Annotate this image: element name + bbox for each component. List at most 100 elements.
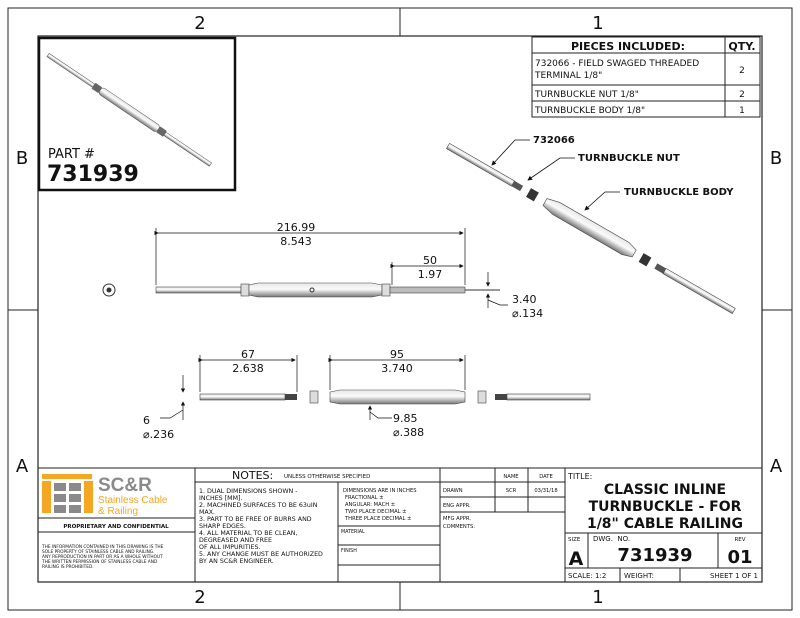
- dim-cable-in: ⌀.134: [512, 307, 543, 320]
- exploded-view: 67 2.638 95 3.740 6 ⌀.236 9.85 ⌀.388: [143, 348, 591, 441]
- table-cell: TURNBUCKLE NUT 1/8": [534, 90, 639, 100]
- zone-labels: 2 1 2 1 B A B A: [16, 13, 783, 608]
- zone-label: A: [16, 456, 29, 477]
- dim-body-dia-mm: 9.85: [393, 412, 418, 425]
- zone-label: 1: [592, 587, 603, 608]
- tolerance-line: TWO PLACE DECIMAL ±: [344, 509, 407, 515]
- drawing-title: CLASSIC INLINE TURNBUCKLE - FOR 1/8" CAB…: [587, 482, 743, 532]
- approval-label: MFG APPR.: [443, 516, 471, 522]
- part-number-box: PART # 731939: [37, 36, 237, 192]
- weight-label: WEIGHT:: [624, 572, 654, 580]
- callout-nut: TURNBUCKLE NUT: [578, 153, 680, 164]
- sheet-label: SHEET 1 OF 1: [710, 572, 758, 580]
- notes-title: NOTES:: [232, 469, 273, 482]
- rev-value: 01: [727, 547, 752, 568]
- disclaimer-line: THE WRITTEN PERMISSION OF STAINLESS CABL…: [41, 559, 158, 565]
- company-logo: SC&R Stainless Cable & Railing: [42, 474, 168, 517]
- material-label: MATERIAL: [341, 529, 365, 535]
- note-line: SHARP EDGES.: [199, 523, 246, 530]
- note-line: 5. ANY CHANGE MUST BE AUTHORIZED: [199, 551, 323, 558]
- rev-label: REV: [734, 537, 745, 543]
- note-line: 3. PART TO BE FREE OF BURRS AND: [199, 516, 312, 523]
- part-number: 731939: [47, 162, 139, 187]
- disclaimer-line: ANY REPRODUCTION IN PART OR AS A WHOLE W…: [42, 554, 163, 560]
- tolerance-line: FRACTIONAL ±: [345, 495, 384, 501]
- pieces-table: [531, 36, 761, 118]
- title-block-frame: [38, 467, 762, 582]
- part-label: PART #: [48, 147, 95, 162]
- tolerances: DIMENSIONS ARE IN INCHES FRACTIONAL ± AN…: [343, 488, 417, 522]
- approvals-header: DATE: [539, 474, 553, 480]
- table-cell: 1: [739, 106, 745, 116]
- tolerance-line: THREE PLACE DECIMAL ±: [344, 516, 411, 522]
- table-cell: TERMINAL 1/8": [534, 71, 602, 81]
- size-value: A: [569, 548, 584, 570]
- disclaimer: THE INFORMATION CONTAINED IN THIS DRAWIN…: [41, 544, 164, 570]
- table-cell: 2: [739, 66, 745, 76]
- note-line: 1. DUAL DIMENSIONS SHOWN -: [199, 488, 298, 495]
- title-line: TURNBUCKLE - FOR: [589, 499, 742, 515]
- table-header: QTY.: [728, 40, 755, 53]
- note-line: 2. MACHINED SURFACES TO BE 63uIN: [199, 502, 318, 509]
- part-thumbnail: [46, 52, 212, 167]
- zone-label: A: [770, 456, 783, 477]
- dim-overall-mm: 216.99: [277, 221, 316, 234]
- isometric-view: 732066 TURNBUCKLE NUT TURNBUCKLE BODY: [446, 135, 736, 315]
- zone-label: B: [770, 148, 782, 169]
- approval-name: SCR: [506, 488, 517, 494]
- title-label: TITLE:: [567, 472, 592, 481]
- zone-label: 2: [194, 13, 205, 34]
- dim-body-dia-in: ⌀.388: [393, 426, 424, 439]
- note-line: MAX.: [199, 509, 215, 516]
- approvals-header: NAME: [503, 474, 518, 480]
- zone-label: 2: [194, 587, 205, 608]
- logo-brand: SC&R: [98, 475, 152, 496]
- table-cell: 732066 - FIELD SWAGED THREADED: [535, 59, 699, 69]
- dim-body-len-mm: 95: [390, 348, 404, 361]
- note-line: INCHES [MM].: [199, 495, 242, 502]
- zone-dividers: [8, 8, 792, 610]
- disclaimer-line: SOLE PROPERTY OF STAINLESS CABLE AND RAI…: [42, 549, 155, 555]
- dim-terminal-len-in: 2.638: [232, 362, 264, 375]
- dim-body-len-in: 3.740: [381, 362, 413, 375]
- approval-label: ENG APPR.: [443, 503, 471, 509]
- approvals-table: NAME DATE DRAWN SCR 03/31/18 ENG APPR. M…: [443, 474, 558, 530]
- callout-terminal: 732066: [533, 135, 575, 146]
- notes-subtitle: UNLESS OTHERWISE SPECIFIED: [284, 474, 370, 480]
- tolerance-line: ANGULAR: MACH ±: [345, 502, 395, 508]
- zone-label: 1: [592, 13, 603, 34]
- disclaimer-line: THE INFORMATION CONTAINED IN THIS DRAWIN…: [41, 544, 164, 550]
- tolerance-line: DIMENSIONS ARE IN INCHES: [343, 488, 417, 494]
- finish-label: FINISH: [341, 548, 357, 554]
- title-line: CLASSIC INLINE: [604, 482, 726, 498]
- table-header: PIECES INCLUDED:: [571, 40, 685, 53]
- logo-line1: Stainless Cable: [98, 495, 168, 506]
- table-cell: 2: [739, 90, 745, 100]
- dim-thread-in: 1.97: [418, 268, 443, 281]
- callout-body: TURNBUCKLE BODY: [624, 187, 734, 198]
- note-line: DEGREASED AND FREE: [199, 537, 272, 544]
- assembled-view: 216.99 8.543 50 1.97 3.40 ⌀.134: [102, 221, 543, 320]
- note-line: 4. ALL MATERIAL TO BE CLEAN,: [199, 530, 297, 537]
- proprietary-label: PROPRIETARY AND CONFIDENTIAL: [63, 524, 169, 530]
- note-line: BY AN SC&R ENGINEER.: [199, 558, 274, 565]
- note-line: OF ALL IMPURITIES.: [199, 544, 261, 551]
- approval-date: 03/31/18: [534, 488, 557, 494]
- dim-cable-mm: 3.40: [512, 293, 537, 306]
- approval-label: DRAWN: [443, 488, 463, 494]
- comments-label: COMMENTS:: [443, 524, 475, 530]
- pieces-table-text: PIECES INCLUDED: QTY. 732066 - FIELD SWA…: [534, 40, 756, 116]
- dim-overall-in: 8.543: [280, 235, 312, 248]
- notes-list: 1. DUAL DIMENSIONS SHOWN - INCHES [MM]. …: [199, 488, 323, 565]
- disclaimer-line: RAILING IS PROHIBITED.: [42, 564, 94, 570]
- dim-terminal-dia-mm: 6: [143, 414, 150, 427]
- logo-line2: & Railing: [98, 506, 138, 517]
- zone-label: B: [16, 148, 28, 169]
- scale-label: SCALE: 1:2: [568, 572, 606, 580]
- table-cell: TURNBUCKLE BODY 1/8": [534, 106, 645, 116]
- dim-thread-mm: 50: [423, 254, 437, 267]
- dim-terminal-dia-in: ⌀.236: [143, 428, 174, 441]
- dim-terminal-len-mm: 67: [241, 348, 255, 361]
- size-label: SIZE: [568, 537, 581, 543]
